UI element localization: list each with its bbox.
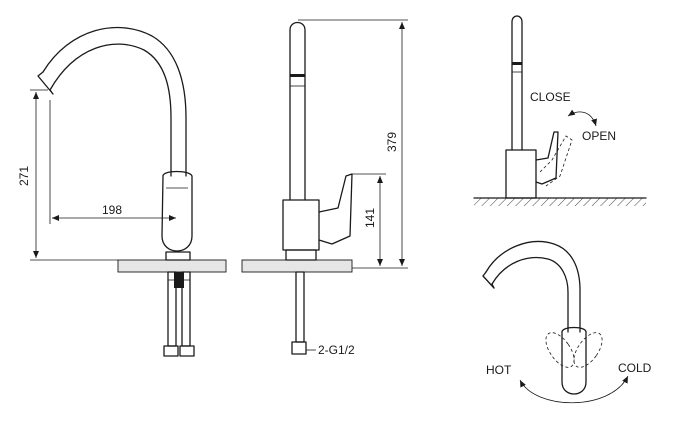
oc-spout-band (512, 62, 522, 65)
oc-lever-open (539, 135, 573, 187)
dim-271: 271 (17, 89, 118, 261)
dim-198: 198 (49, 100, 176, 224)
oc-lever-closed (535, 131, 559, 185)
side-supply-hose (291, 271, 307, 355)
hc-lever-cold (573, 332, 603, 368)
hot-cold-view: HOT COLD (482, 240, 652, 404)
side-spout (289, 21, 306, 201)
label-close: CLOSE (530, 90, 571, 104)
side-lever (318, 173, 353, 245)
front-supply-hoses (163, 271, 195, 357)
label-hot: HOT (486, 363, 512, 377)
connection-callout: 2-G1/2 (306, 343, 355, 357)
dim-141: 141 (352, 173, 386, 266)
side-view: 379 141 2-G1/2 (241, 19, 408, 357)
open-close-view: CLOSE OPEN (473, 15, 647, 206)
hc-spout (485, 240, 581, 333)
hc-lever-hot (545, 332, 575, 368)
front-view: 271 198 (17, 26, 227, 357)
side-base (285, 249, 317, 261)
side-body (282, 199, 320, 251)
countertop-side (241, 259, 353, 273)
connection-label: 2-G1/2 (318, 343, 355, 357)
hc-swing-arrow (519, 375, 629, 404)
oc-body (505, 149, 537, 199)
front-base (165, 251, 191, 261)
dim-label-141: 141 (363, 208, 377, 228)
countertop-front (117, 259, 227, 273)
front-body (161, 170, 193, 252)
oc-spout (511, 15, 523, 151)
label-open: OPEN (582, 129, 616, 143)
front-spout-tip (37, 71, 54, 95)
dim-label-271: 271 (17, 166, 31, 186)
dim-379: 379 (298, 19, 408, 269)
hc-spout-tip (482, 275, 495, 289)
label-cold: COLD (618, 361, 652, 375)
dim-label-379: 379 (385, 132, 399, 152)
oc-rotation-arrow (567, 109, 597, 127)
side-spout-band (290, 74, 305, 77)
dim-label-198: 198 (102, 203, 122, 217)
ground-hatch (474, 198, 646, 206)
front-spout (42, 26, 187, 177)
